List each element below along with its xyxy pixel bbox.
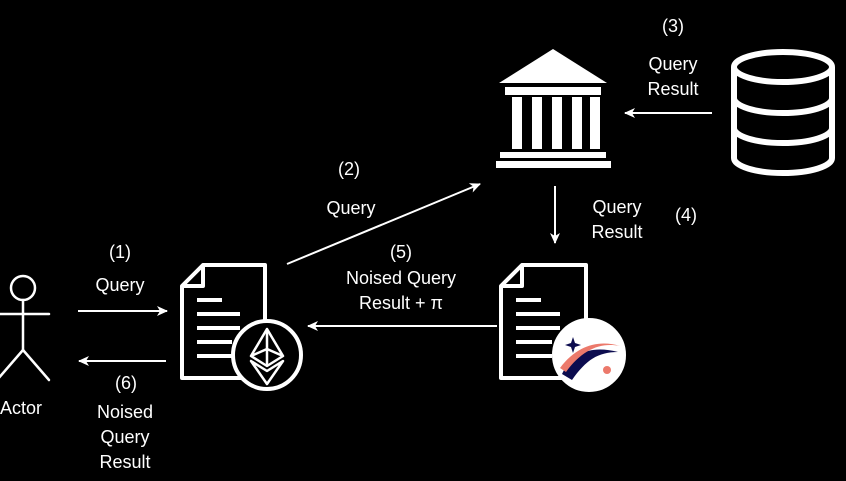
ethereum-logo-icon	[231, 319, 303, 391]
step-4-line-1: Query	[592, 197, 642, 217]
step-5-text: Noised Query Result + π	[326, 266, 476, 316]
database-icon	[731, 49, 835, 176]
step-3-text: Query Result	[634, 52, 712, 102]
step-3-number: (3)	[662, 16, 684, 36]
step-6-text: Noised Query Result	[84, 400, 166, 475]
step-6-line-2: Query	[100, 427, 150, 447]
step-1-label: (1) Query	[90, 240, 150, 298]
starknet-logo-icon	[552, 318, 626, 392]
step-4-text: Query Result	[578, 195, 656, 245]
step-3-line-2: Result	[647, 79, 699, 99]
step-5-number: (5)	[390, 242, 412, 262]
step-4-number: (4)	[675, 205, 697, 225]
step-5-line-1: Noised Query	[345, 268, 457, 288]
step-4-line-2: Result	[591, 222, 643, 242]
actor-label: Actor	[0, 398, 43, 418]
step-5-line-2: Result + π	[359, 293, 443, 313]
step-2-text: Query	[326, 198, 376, 218]
arrow-contract-to-bank	[286, 183, 481, 265]
step-1-number: (1)	[109, 242, 131, 262]
step-2-number: (2)	[338, 159, 360, 179]
stick-figure-icon	[0, 274, 51, 382]
step-6-line-3: Result	[99, 452, 151, 472]
document-icon	[180, 263, 267, 380]
step-1-text: Query	[95, 275, 145, 295]
step-6-number: (6)	[115, 373, 137, 393]
bank-building-icon	[496, 49, 611, 168]
document-icon	[499, 263, 588, 380]
step-6-line-1: Noised	[96, 402, 154, 422]
step-3-line-1: Query	[648, 54, 698, 74]
